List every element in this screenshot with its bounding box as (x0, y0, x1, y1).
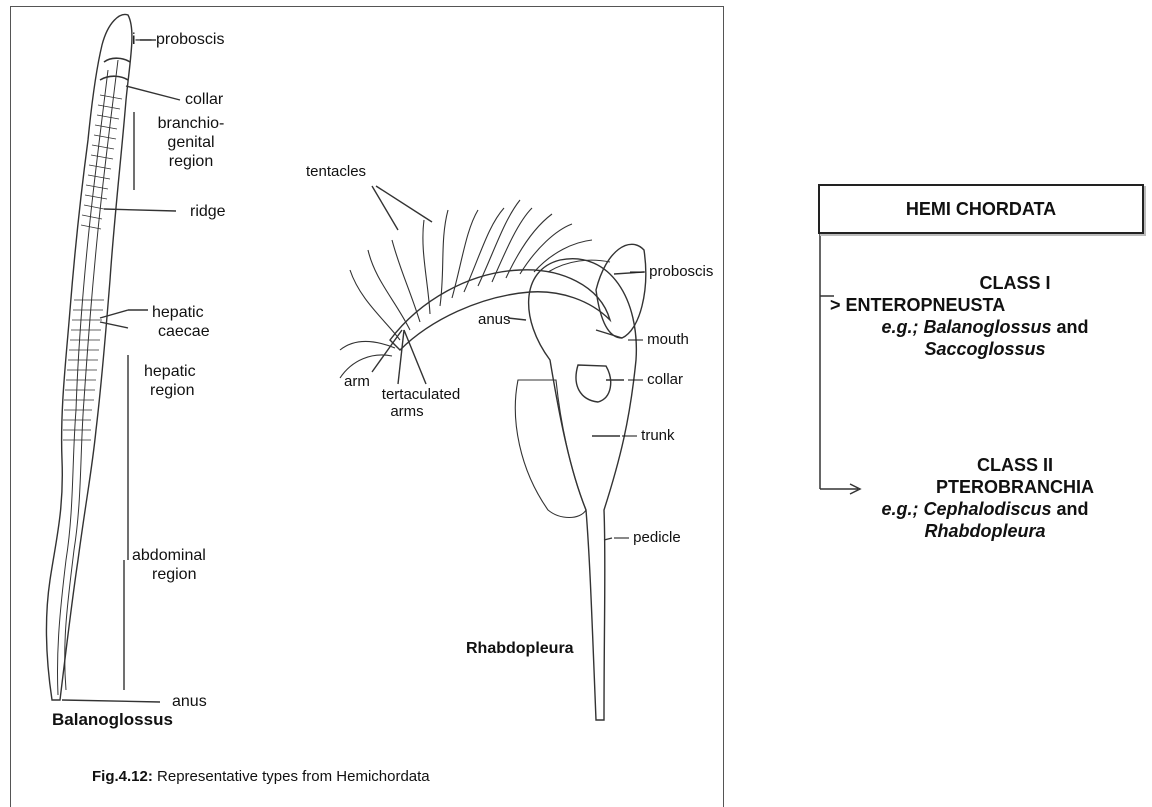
class-2-example-2: Rhabdopleura (818, 520, 1152, 542)
worm-outer-outline (46, 14, 132, 700)
rhabdopleura-trunk (515, 380, 586, 518)
label-bal-ridge: ridge (190, 202, 226, 221)
hemichordata-root-box: HEMI CHORDATA (818, 184, 1144, 234)
rhabdopleura-collar (576, 365, 611, 402)
figure-caption: Fig.4.12: Representative types from Hemi… (92, 768, 430, 785)
class-2-block: CLASS II PTEROBRANCHIA e.g.; Cephalodisc… (818, 454, 1152, 542)
worm-collar-ring2 (100, 76, 128, 80)
label-rh-tentacles: tentacles (306, 162, 366, 181)
worm-collar-ring (104, 58, 130, 62)
class-1-example: e.g.; Balanoglossus and (818, 316, 1152, 338)
class-1-name: CLASS I (818, 272, 1152, 294)
tentacle-lines (340, 200, 610, 378)
rhabdopleura-title: Rhabdopleura (466, 640, 574, 658)
label-rh-proboscis: — proboscis (630, 262, 713, 281)
label-bal-hepatic-caecae: hepatic caecae (152, 303, 210, 341)
rhabdopleura-proboscis (596, 244, 646, 338)
label-bal-collar: collar (185, 90, 223, 109)
balanoglossus-title: Balanoglossus (52, 710, 173, 730)
label-rh-trunk: — trunk (622, 426, 675, 445)
label-rh-anus: anus (478, 310, 511, 329)
label-bal-abdominal-region: abdominal region (132, 546, 206, 584)
label-rh-collar: — collar (628, 370, 683, 389)
label-rh-tentaculated-arms: tertaculated arms (356, 386, 486, 420)
label-bal-proboscis: i— proboscis (132, 30, 224, 49)
class-1-group: > ENTEROPNEUSTA (818, 294, 1152, 316)
class-2-name: CLASS II (818, 454, 1152, 476)
label-bal-anus: anus (172, 692, 207, 711)
label-bal-hepatic-region: hepatic region (144, 362, 196, 400)
class-1-block: CLASS I > ENTEROPNEUSTA e.g.; Balanoglos… (818, 272, 1152, 360)
label-rh-mouth: — mouth (628, 330, 689, 349)
class-2-example: e.g.; Cephalodiscus and (818, 498, 1152, 520)
label-bal-branchiogenital: branchio- genital region (148, 114, 234, 171)
class-2-group: PTEROBRANCHIA (818, 476, 1152, 498)
class-1-example-2: Saccoglossus (818, 338, 1152, 360)
label-rh-pedicle: — pedicle (614, 528, 681, 547)
